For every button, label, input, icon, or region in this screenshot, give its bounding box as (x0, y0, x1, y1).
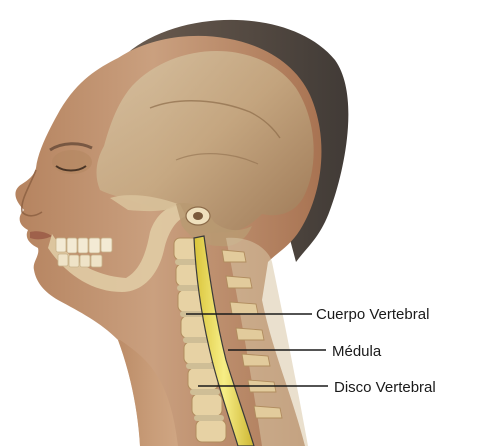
label-disco-vertebral: Disco Vertebral (334, 379, 436, 396)
atlas-hole (193, 212, 203, 220)
label-cuerpo-vertebral: Cuerpo Vertebral (316, 306, 429, 323)
label-medula: Médula (332, 343, 382, 360)
